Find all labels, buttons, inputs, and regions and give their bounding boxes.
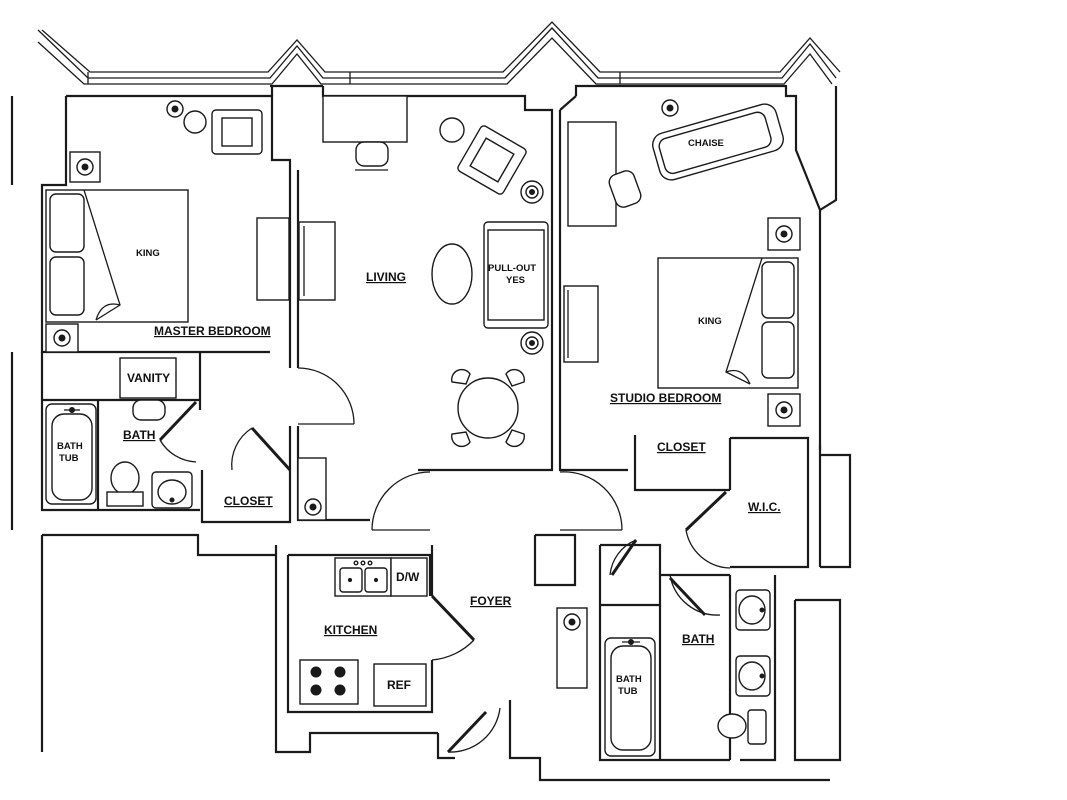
bay-windows: [37, 21, 841, 85]
label-king-studio: KING: [698, 316, 722, 327]
studio-chaise: [652, 99, 784, 181]
label-king-master: KING: [136, 248, 160, 259]
label-closet-studio: CLOSET: [657, 440, 706, 454]
living-pullout-sofa: [483, 221, 549, 355]
label-kitchen: KITCHEN: [324, 623, 377, 637]
label-master-bedroom: MASTER BEDROOM: [154, 324, 271, 338]
label-bathtub-studio-2: TUB: [618, 686, 638, 697]
stove: [299, 659, 359, 705]
fixture-labels: KING KING CHAISE VANITY PULL-OUT YES BAT…: [57, 138, 724, 697]
dishwasher: [390, 557, 428, 597]
label-bath-studio: BATH: [682, 632, 714, 646]
kitchen-sink: [334, 557, 392, 597]
label-pullout-2: YES: [506, 275, 525, 286]
label-wic: W.I.C.: [748, 500, 781, 514]
master-bath-fixtures: [45, 357, 193, 509]
living-armchair: [439, 117, 544, 204]
studio-dresser: [563, 285, 599, 363]
label-studio-bedroom: STUDIO BEDROOM: [610, 391, 721, 405]
label-foyer: FOYER: [470, 594, 512, 608]
master-closet-fixtures: [297, 457, 327, 521]
label-refrigerator: REF: [387, 678, 411, 692]
label-bathtub-master-2: TUB: [59, 453, 79, 464]
studio-bed: [657, 257, 799, 389]
label-bathtub-master-1: BATH: [57, 441, 83, 452]
room-labels: MASTER BEDROOM LIVING STUDIO BEDROOM KIT…: [123, 270, 781, 646]
label-living: LIVING: [366, 270, 406, 284]
studio-nightstands: [767, 217, 801, 427]
living-dining-table: [451, 368, 525, 448]
master-nightstands: [45, 100, 263, 353]
label-vanity: VANITY: [127, 371, 170, 385]
label-bath-master: BATH: [123, 428, 155, 442]
studio-bath-fixtures: [604, 589, 771, 757]
refrigerator: [373, 663, 427, 707]
doors: [158, 367, 731, 754]
label-chaise: CHAISE: [688, 138, 724, 149]
label-pullout-1: PULL-OUT: [488, 263, 536, 274]
master-dresser: [256, 217, 290, 301]
label-closet-master: CLOSET: [224, 494, 273, 508]
living-coffee-table: [431, 243, 473, 305]
foyer-console: [556, 607, 588, 689]
master-bed: [45, 189, 189, 323]
studio-desk: [567, 121, 642, 227]
label-bathtub-studio-1: BATH: [616, 674, 642, 685]
living-tv-cabinet: [298, 221, 336, 301]
living-desk: [322, 95, 408, 171]
label-dishwasher: D/W: [396, 570, 420, 584]
